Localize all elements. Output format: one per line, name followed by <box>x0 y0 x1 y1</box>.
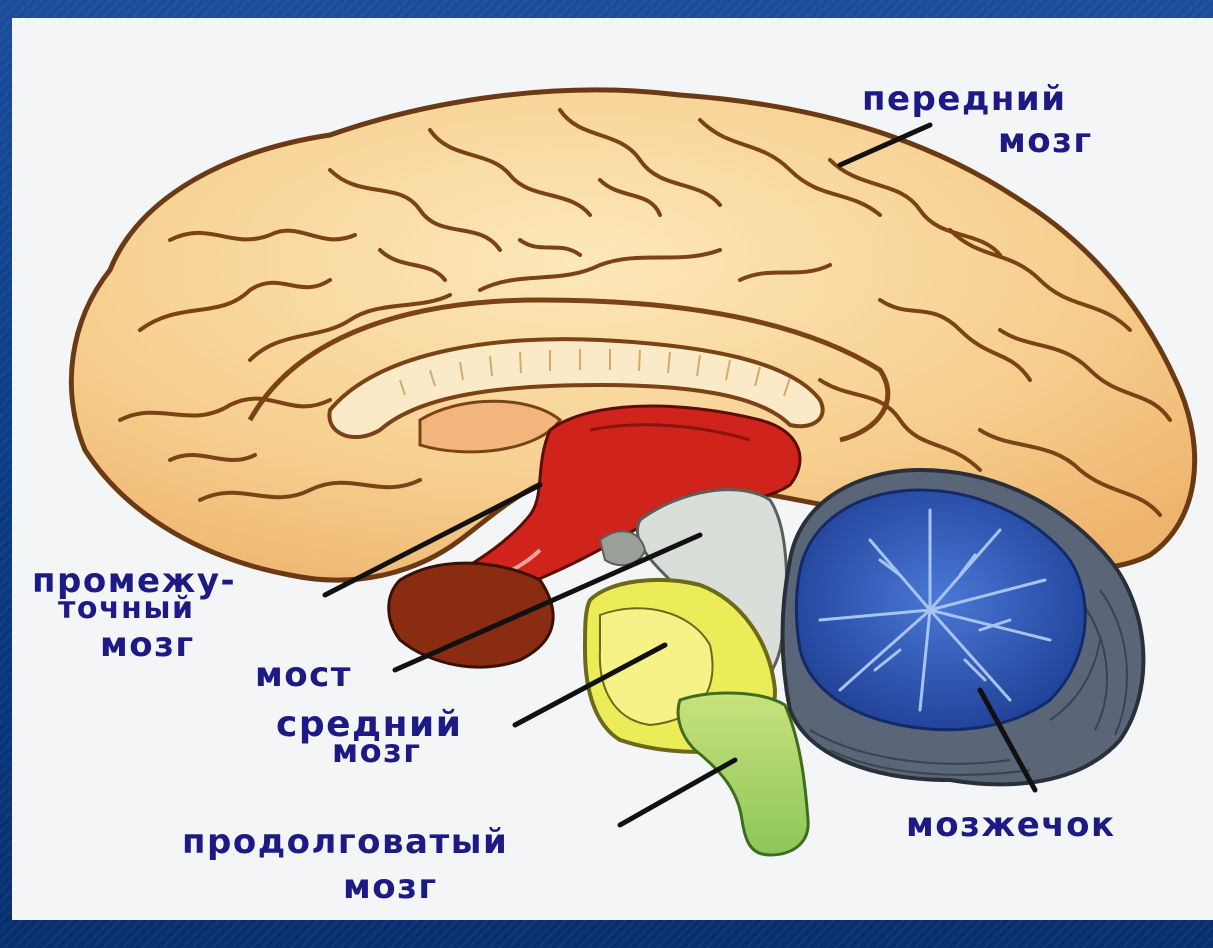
label-forebrain-line2: мозг <box>998 121 1093 161</box>
label-midbrain-line2: мозг <box>332 732 421 770</box>
label-medulla-line1: продолговатый <box>182 822 508 862</box>
label-cerebellum: мозжечок <box>906 805 1116 845</box>
medulla-oblongata <box>678 693 808 855</box>
label-pons: мост <box>255 655 352 695</box>
label-forebrain-line1: передний <box>862 79 1067 119</box>
label-diencephalon-line2: точный <box>58 591 194 626</box>
hypothalamic-base <box>389 563 553 667</box>
label-medulla-line2: мозг <box>343 867 438 907</box>
leader-medulla <box>620 760 735 825</box>
label-diencephalon-line3: мозг <box>100 625 195 665</box>
